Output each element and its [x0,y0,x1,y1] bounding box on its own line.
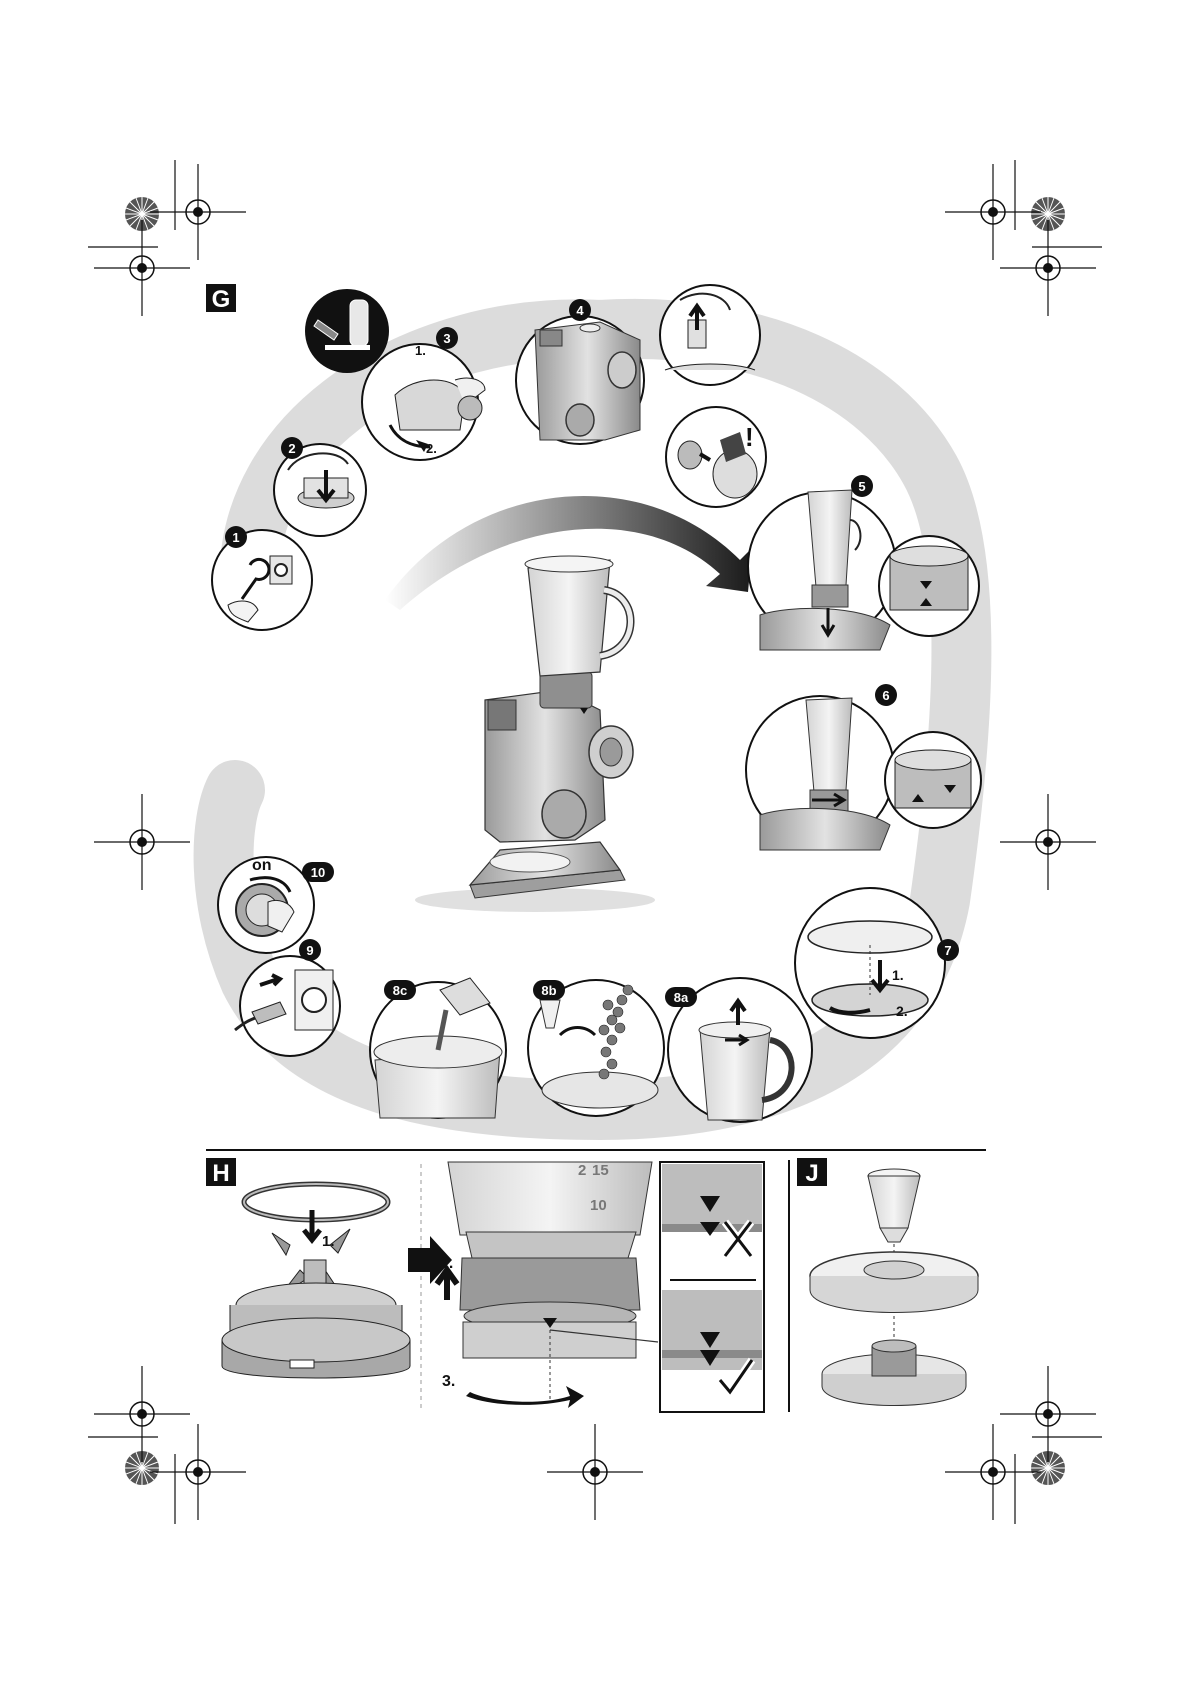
step-3-inset [305,289,389,373]
step-3-sub-1: 1. [415,343,426,358]
food-processor-illustration [415,555,655,912]
step-8c-vignette [369,977,507,1119]
svg-text:8a: 8a [674,990,689,1005]
step-badge-8c: 8c [384,980,416,1000]
scale-2: 2 [578,1162,586,1179]
step-7-vignette: 1. 2. [794,887,946,1039]
lid-and-measuring-cup-illustration [809,1168,979,1406]
section-j-marker [797,1158,827,1186]
step-badge-2: 2 [281,437,303,459]
svg-text:7: 7 [944,943,951,958]
section-g-letter: G [212,286,231,313]
registration-crosshair-icon [999,793,1097,891]
step-5-vignette [747,489,897,651]
svg-text:8b: 8b [541,983,556,998]
step-1-vignette [211,529,313,631]
svg-text:3: 3 [443,331,450,346]
step-6-vignette [745,695,895,851]
section-g: G [193,284,992,1141]
registration-crosshair-icon [149,163,247,261]
section-h-marker [206,1158,236,1186]
svg-text:6: 6 [882,688,889,703]
svg-text:9: 9 [306,943,313,958]
switch-on-label: on [252,857,272,874]
step-5-inset [878,535,980,637]
step-badge-8b: 8b [533,980,565,1000]
step-badge-3: 3 [436,327,458,349]
section-h-letter: H [212,1160,229,1187]
step-2-vignette [273,443,367,537]
step-badge-7: 7 [937,939,959,961]
step-8b-vignette [527,979,665,1117]
svg-text:2: 2 [288,441,295,456]
step-badge-4: 4 [569,299,591,321]
registration-crosshair-icon [149,1423,247,1521]
step-4-inset-top [659,284,761,386]
h-step-3: 3. [442,1373,455,1390]
step-3-sub-2: 2. [426,441,437,456]
step-4-inset-bottom: ! [665,406,767,508]
blade-assembly-illustration: 1. [221,1181,411,1379]
scale-10: 10 [590,1197,607,1214]
step-badge-10: 10 [302,862,334,882]
svg-text:10: 10 [311,865,325,880]
h-step-2: 2. [440,1255,453,1272]
step-7-sub-2: 2. [896,1003,908,1019]
svg-text:1: 1 [232,530,239,545]
step-badge-8a: 8a [665,987,697,1007]
svg-text:8c: 8c [393,983,407,998]
section-h: H 1. 2 15 [206,1158,765,1413]
alignment-check-panel [659,1161,765,1413]
registration-crosshair-icon [944,1423,1042,1521]
step-7-sub-1: 1. [892,967,904,983]
step-6-inset [884,731,982,829]
registration-crosshair-icon [944,163,1042,261]
jar-mount-illustration: 2 15 10 2. 3. [434,1161,659,1408]
warning-mark: ! [745,422,754,452]
step-3-vignette [361,343,486,461]
registration-crosshair-icon [93,793,191,891]
step-badge-9: 9 [299,939,321,961]
step-8a-vignette [667,977,813,1123]
step-10-vignette: on [217,856,315,954]
section-g-marker [206,284,236,312]
registration-crosshair-icon [999,1365,1097,1463]
step-9-vignette [234,955,341,1057]
registration-crosshair-icon [546,1423,644,1521]
registration-crosshair-icon [93,1365,191,1463]
step-badge-1: 1 [225,526,247,548]
h-arrow-icon [408,1236,452,1284]
step-badges: 1 2 3 4 5 6 7 [225,299,959,1007]
svg-text:5: 5 [858,479,865,494]
crop-marks [88,160,1102,1524]
svg-text:4: 4 [576,303,584,318]
step-4-vignette [515,315,645,445]
registration-crosshair-icon [93,219,191,317]
section-j-letter: J [805,1160,818,1187]
scale-15: 15 [592,1162,609,1179]
registration-crosshair-icon [999,219,1097,317]
step-badge-6: 6 [875,684,897,706]
direction-arrow-icon [385,495,752,610]
step-badge-5: 5 [851,475,873,497]
section-j: J [797,1158,979,1406]
h-step-1: 1. [322,1233,335,1250]
